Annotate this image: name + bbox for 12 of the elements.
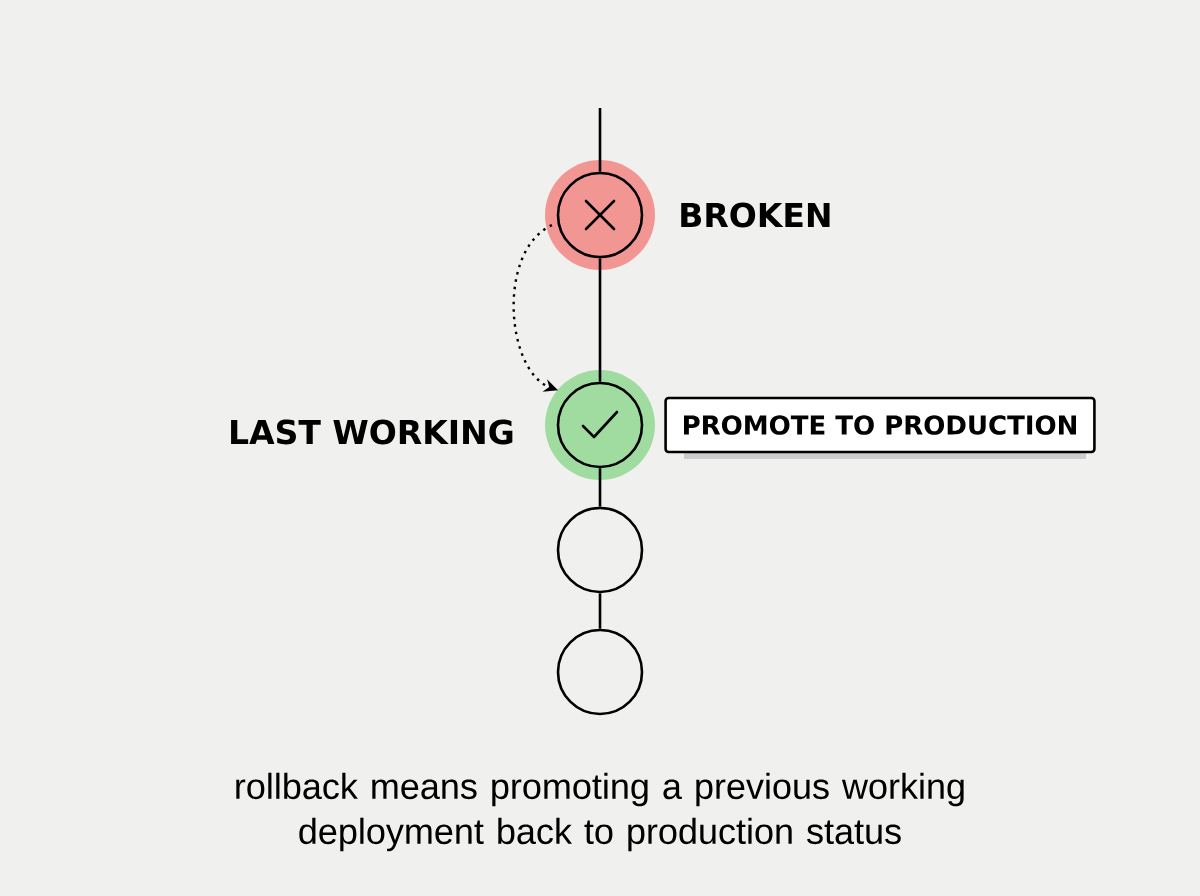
status-label: LAST WORKING [231,419,513,445]
commit-circle [545,370,655,480]
connector-line [598,593,602,629]
connector-line [598,258,602,382]
connector-line [598,468,602,507]
connector-line [598,108,602,172]
button: PROMOTE TO PRODUCTION [664,396,1096,459]
commit-circle [545,160,655,270]
commit-circle [556,506,644,594]
commit-circle [556,628,644,716]
status-label: BROKEN [681,202,830,228]
caption: rollback means promoting a previous working deployment back to production status [236,772,964,852]
